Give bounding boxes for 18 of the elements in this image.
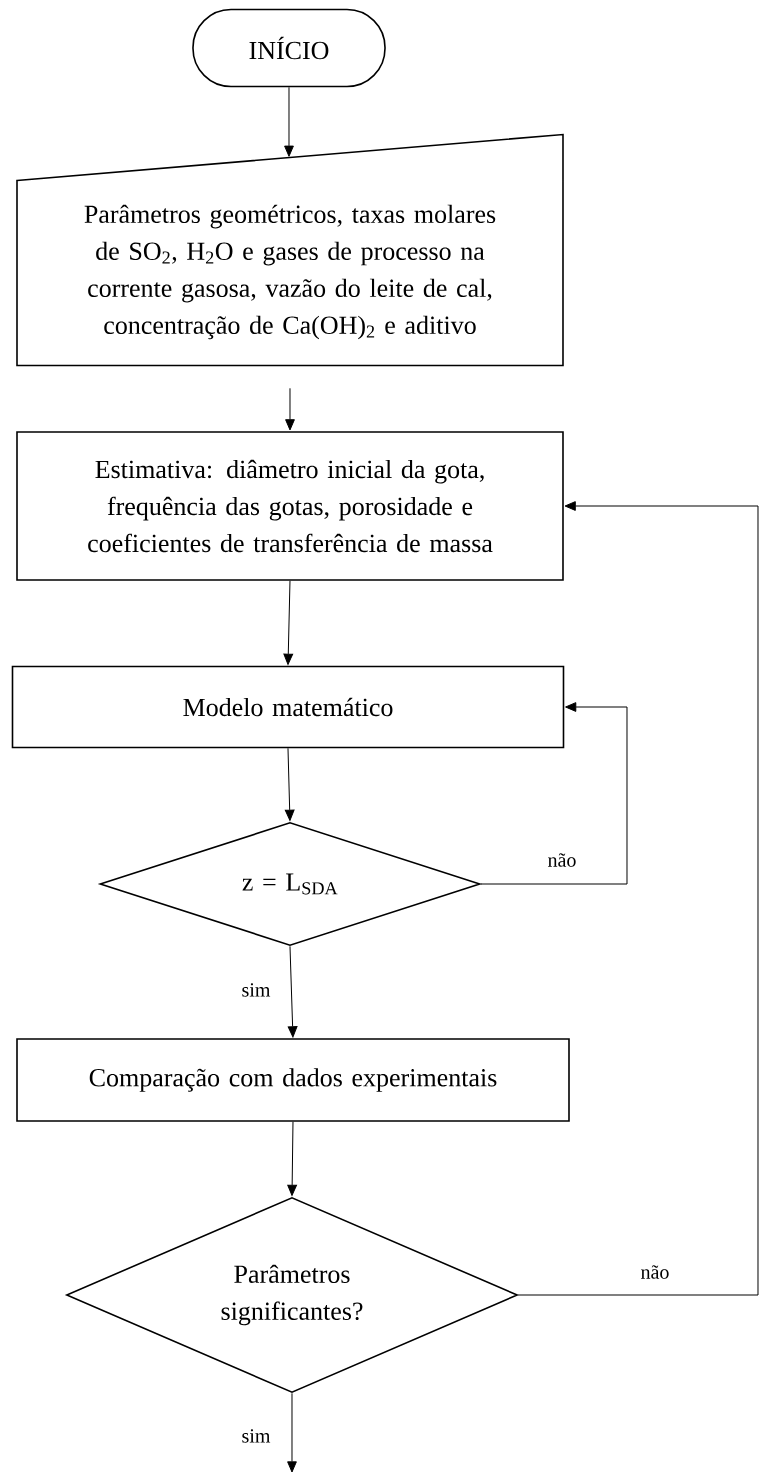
process-box: Comparação com dados experimentais bbox=[16, 1038, 570, 1122]
edge-label: não bbox=[546, 852, 578, 868]
terminal-box: INÍCIO bbox=[192, 8, 386, 88]
edge-label: sim bbox=[240, 982, 272, 998]
arrow bbox=[285, 387, 295, 431]
arrow bbox=[284, 747, 295, 821]
arrow bbox=[287, 1392, 297, 1472]
arrow bbox=[283, 580, 294, 665]
arrow bbox=[517, 501, 759, 1296]
arrow bbox=[284, 86, 294, 157]
edge-label: não bbox=[639, 1264, 671, 1280]
process-box: Estimativa: diâmetro inicial da gota, frequência das gotas, porosidade e coeficientes de transferência de massa bbox=[16, 431, 564, 581]
edge-label: sim bbox=[240, 1428, 272, 1444]
input-box: Parâmetros geométricos, taxas molares de SO$_{2}$, H$_{2}$O e gases de processo na corrente gasosa, vazão do leite de cal, concentração de Ca(OH)$_{2}$ e aditivo bbox=[16, 133, 564, 367]
arrow bbox=[287, 1121, 298, 1196]
arrow bbox=[287, 945, 298, 1038]
arrow bbox=[480, 702, 628, 885]
process-box: Modelo matemático bbox=[11, 665, 565, 749]
